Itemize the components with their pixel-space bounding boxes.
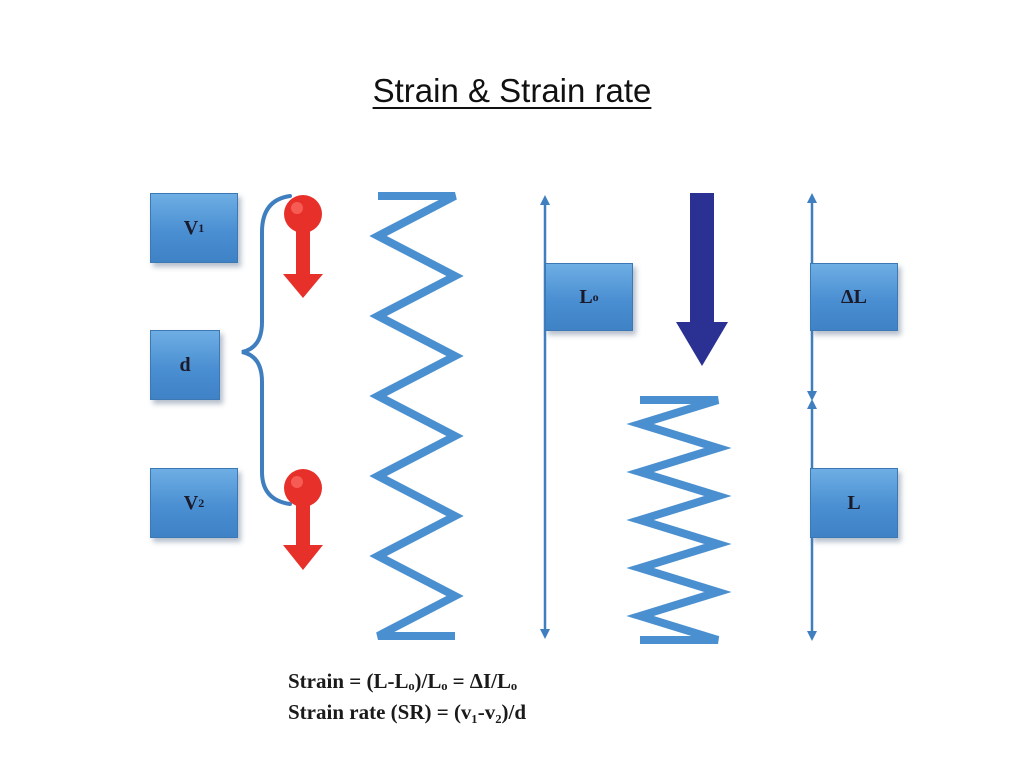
velocity-arrow-bottom bbox=[283, 469, 323, 570]
long-spring bbox=[369, 192, 464, 640]
curly-brace bbox=[241, 194, 292, 506]
v2-label: V bbox=[183, 491, 199, 514]
v2-subscript: 2 bbox=[198, 495, 205, 510]
strain-rate-formula: Strain rate (SR) = (v₁-v₂)/d bbox=[288, 700, 527, 724]
d-label-box: d bbox=[150, 330, 220, 400]
v1-label: V bbox=[183, 216, 199, 239]
delta-l-label: ΔL bbox=[841, 285, 867, 308]
velocity-arrow-top bbox=[283, 195, 323, 298]
strain-formula: Strain = (L-Lₒ)/Lₒ = ΔI/Lₒ bbox=[288, 669, 518, 693]
compressed-spring bbox=[626, 396, 732, 644]
formulas: Strain = (L-Lₒ)/Lₒ = ΔI/Lₒ Strain rate (… bbox=[288, 666, 526, 728]
delta-l-label-box: ΔL bbox=[810, 263, 898, 331]
d-label: d bbox=[179, 353, 191, 376]
v1-subscript: 1 bbox=[198, 220, 205, 235]
l-label-box: L bbox=[810, 468, 898, 538]
l0-subscript: o bbox=[592, 289, 599, 304]
l-label: L bbox=[847, 491, 861, 514]
l0-label: L bbox=[579, 285, 593, 308]
slide-title: Strain & Strain rate bbox=[372, 72, 652, 109]
compression-arrow bbox=[676, 193, 728, 366]
